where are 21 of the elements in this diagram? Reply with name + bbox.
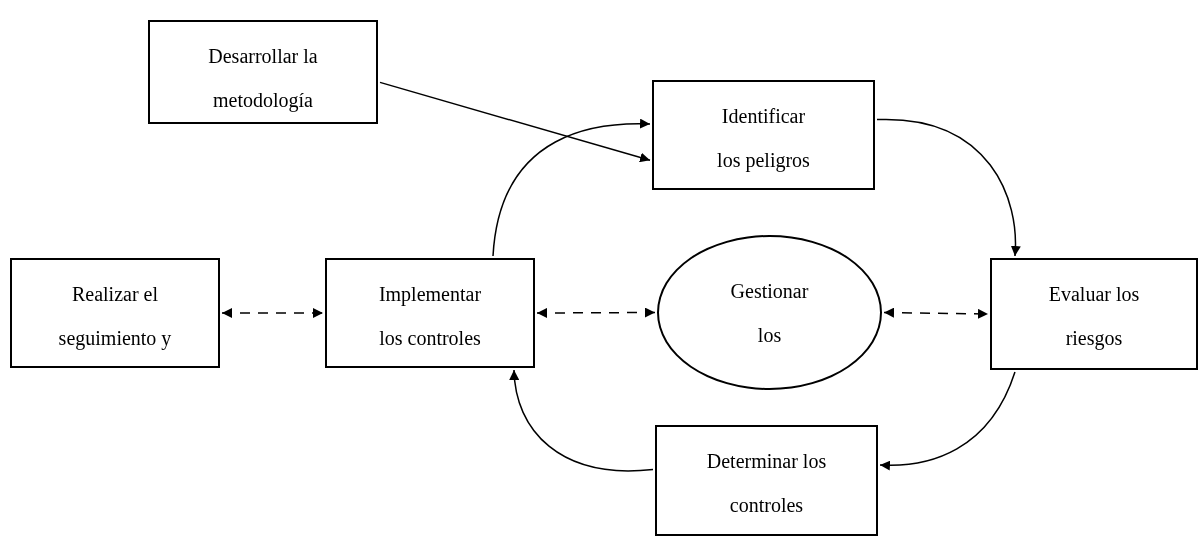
- arrow: [509, 369, 654, 472]
- node-label: Realizar el seguimiento y: [57, 282, 173, 352]
- node-label: Evaluar los riesgos: [1047, 282, 1141, 352]
- node-label: Determinar los controles: [705, 449, 828, 518]
- process-box: [655, 425, 878, 536]
- dashed-double-arrow: [883, 307, 989, 319]
- process-box: [325, 258, 535, 368]
- node-label: Implementar los controles: [377, 282, 483, 351]
- arrow: [879, 371, 1016, 471]
- dashed-double-arrow: [221, 308, 324, 318]
- arrow: [876, 118, 1021, 257]
- process-box: [148, 20, 378, 124]
- arrow: [492, 118, 651, 257]
- arrow: [379, 81, 651, 163]
- node-label: Identificar los peligros: [716, 104, 811, 174]
- process-box: [10, 258, 220, 368]
- node-label: Desarrollar la metodología: [207, 44, 319, 114]
- dashed-double-arrow: [536, 307, 656, 318]
- process-box: [652, 80, 875, 190]
- node-label: Gestionar los: [729, 278, 810, 348]
- process-box: [990, 258, 1198, 370]
